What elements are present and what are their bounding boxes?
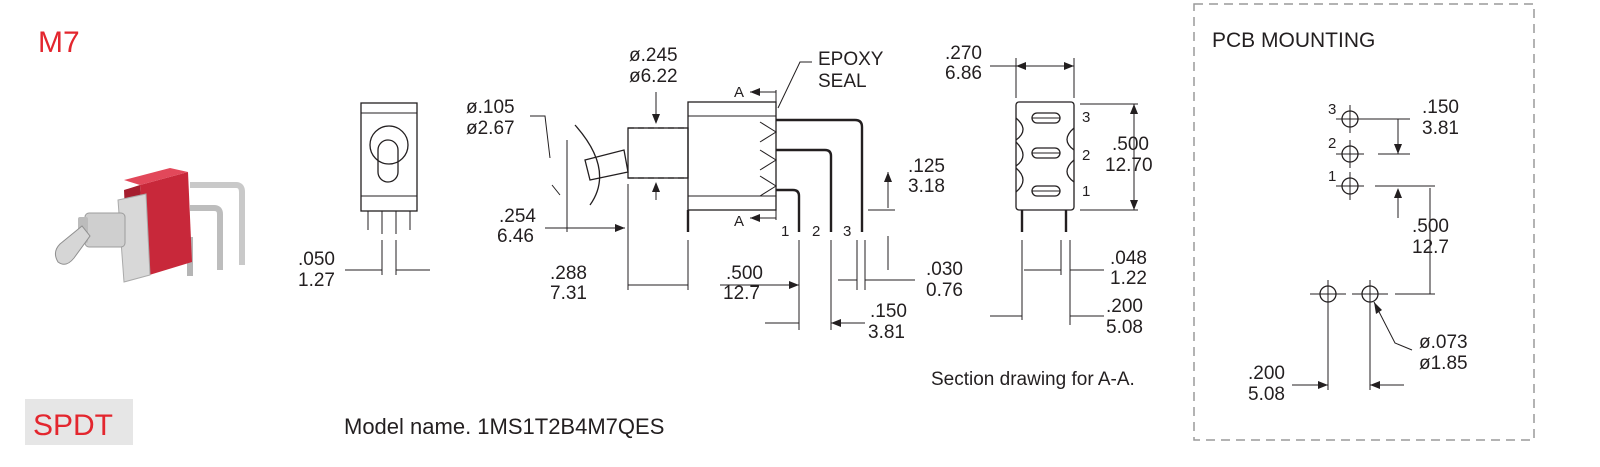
product-photo [54,168,245,283]
side-pin-2: 2 [812,223,820,240]
dim-pin-height-mm: 3.18 [908,176,945,197]
dim-pin-gap-in: .200 [1106,296,1143,317]
dim-bushing-len-mm: 7.31 [550,283,587,304]
section-mark-bottom: A [734,213,744,230]
dim-body-width-in: .270 [945,43,982,64]
dim-bushing-len-in: .288 [550,263,587,284]
dim-pin-pitch-mm: 3.81 [868,322,905,343]
dim-pcb-pitch-in: .150 [1422,97,1459,118]
dim-pin-span-in: .500 [1112,134,1149,155]
switch-type-badge: SPDT [33,409,113,442]
dim-pin-height-in: .125 [908,156,945,177]
dim-pin-width-in: .050 [298,249,335,270]
dim-pcb-span-in: .500 [1412,216,1449,237]
pcb-footprint [1292,105,1435,390]
epoxy-label-line2: SEAL [818,71,867,92]
dim-lever-len-mm: 6.46 [497,226,534,247]
dim-body-width-mm: 6.86 [945,63,982,84]
dim-pin-gap-mm: 5.08 [1106,317,1143,338]
epoxy-label-line1: EPOXY [818,49,884,70]
pcb-title: PCB MOUNTING [1212,29,1375,52]
dim-pin-span-mm: 12.70 [1105,155,1153,176]
badge-background [25,399,133,445]
dim-pcb-gap-mm: 5.08 [1248,384,1285,405]
front-view [345,102,430,275]
dim-pcb-span-mm: 12.7 [1412,237,1449,258]
dim-pcb-hole-mm: ø1.85 [1419,353,1468,374]
dim-body-len-mm: 12.7 [723,283,760,304]
dim-body-len-in: .500 [726,263,763,284]
pcb-hole-1: 1 [1328,168,1336,185]
dim-lever-len-in: .254 [499,206,536,227]
model-name: Model name. 1MS1T2B4M7QES [344,414,664,439]
section-view [990,58,1138,325]
dim-pcb-hole-in: ø.073 [1419,332,1468,353]
dim-pin-face-in: .048 [1110,248,1147,269]
dim-pcb-gap-in: .200 [1248,363,1285,384]
section-mark-top: A [734,84,744,101]
dim-lever-dia-mm: ø2.67 [466,118,515,139]
dim-pin-thick-mm: 0.76 [926,280,963,301]
dim-bushing-dia-in: ø.245 [629,45,678,66]
dim-pin-pitch-in: .150 [870,301,907,322]
pcb-mounting-panel [1193,3,1535,441]
dim-lever-dia-in: ø.105 [466,97,515,118]
pcb-hole-2: 2 [1328,135,1336,152]
dim-bushing-dia-mm: ø6.22 [629,66,678,87]
dim-pcb-pitch-mm: 3.81 [1422,118,1459,139]
series-code: M7 [38,26,80,59]
section-pin-3: 3 [1082,109,1090,126]
section-pin-1: 1 [1082,183,1090,200]
pcb-hole-3: 3 [1328,101,1336,118]
dim-pin-thick-in: .030 [926,259,963,280]
dim-pin-width-mm: 1.27 [298,270,335,291]
section-pin-2: 2 [1082,147,1090,164]
side-pin-1: 1 [781,223,789,240]
dim-pin-face-mm: 1.22 [1110,268,1147,289]
section-note: Section drawing for A-A. [931,369,1135,390]
side-view [530,61,915,330]
side-pin-3: 3 [843,223,851,240]
